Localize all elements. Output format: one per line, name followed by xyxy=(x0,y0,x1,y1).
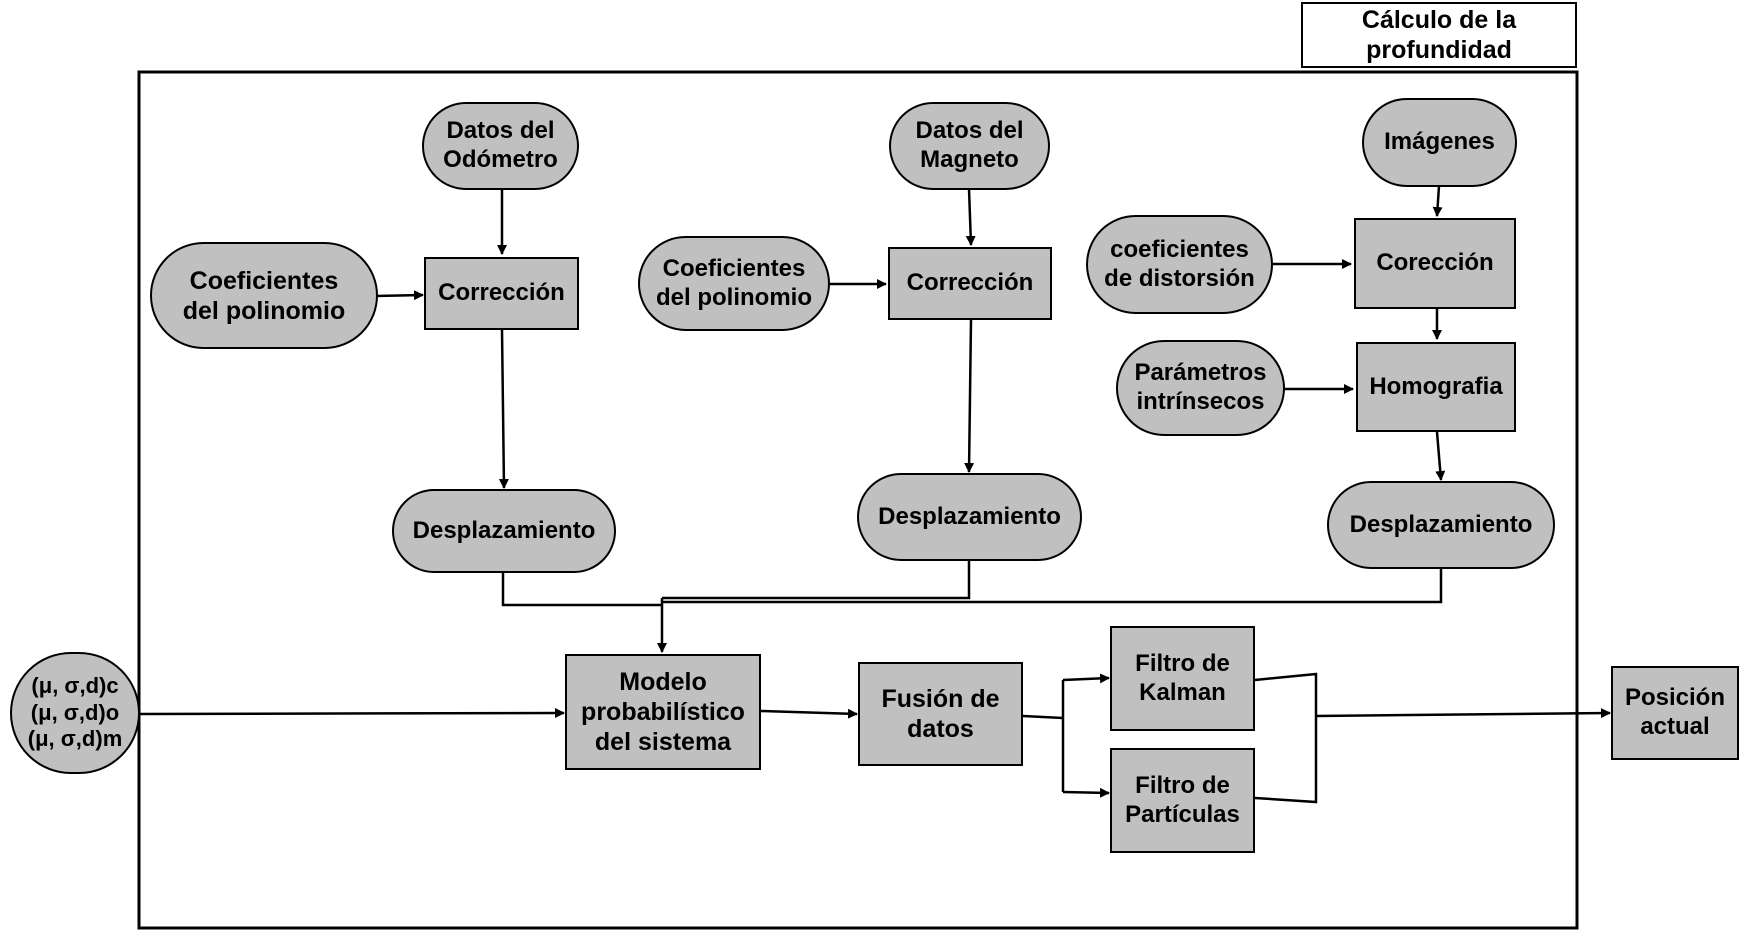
connector-cam-displacement-to-model xyxy=(662,568,1443,604)
odometer-data-label: Datos del Odómetro xyxy=(443,117,558,173)
arrow-odo-correction-to-displacement xyxy=(498,329,509,489)
connector-mag-displacement-to-model xyxy=(662,560,971,600)
probabilistic-model-label: Modelo probabilístico del sistema xyxy=(581,668,745,756)
arrow-homography-to-displacement xyxy=(1435,431,1446,481)
magnet-correction-node: Corrección xyxy=(888,247,1052,320)
camera-displacement-label: Desplazamiento xyxy=(1349,510,1533,538)
magnet-coefficients-node: Coeficientes del polinomio xyxy=(638,236,830,331)
odometer-correction-label: Corrección xyxy=(438,279,565,307)
arrow-join-to-output xyxy=(1315,708,1611,719)
connector-filters-join xyxy=(1254,672,1318,804)
outer-frame xyxy=(137,70,1579,930)
magnet-data-node: Datos del Magneto xyxy=(889,102,1050,190)
arrow-mag-correction-to-displacement xyxy=(964,319,975,473)
arrow-input-to-model xyxy=(138,708,565,719)
kalman-filter-label: Filtro de Kalman xyxy=(1135,649,1230,706)
distortion-coefficients-node: coeficientes de distorsión xyxy=(1086,215,1273,314)
current-position-label: Posición actual xyxy=(1624,684,1726,740)
magnet-data-label: Datos del Magneto xyxy=(915,117,1024,173)
particle-filter-node: Filtro de Partículas xyxy=(1110,748,1255,853)
arrow-split-to-particles xyxy=(1062,787,1110,798)
magnet-coefficients-label: Coeficientes del polinomio xyxy=(656,254,812,311)
particle-filter-label: Filtro de Partículas xyxy=(1125,771,1240,828)
camera-correction-node: Corección xyxy=(1354,218,1516,309)
magnet-displacement-node: Desplazamiento xyxy=(857,473,1082,561)
intrinsic-parameters-label: Parámetros intrínsecos xyxy=(1134,359,1267,415)
arrow-mag-data-to-correction xyxy=(965,188,976,246)
connector-fusion-split xyxy=(1022,714,1064,720)
camera-displacement-node: Desplazamiento xyxy=(1327,481,1555,569)
kalman-filter-node: Filtro de Kalman xyxy=(1110,626,1255,731)
magnet-correction-label: Corrección xyxy=(906,269,1034,297)
intrinsic-parameters-node: Parámetros intrínsecos xyxy=(1116,340,1285,436)
camera-correction-label: Corección xyxy=(1376,249,1494,277)
depth-calculation-label: Cálculo de la profundidad xyxy=(1361,6,1517,64)
depth-calculation-box: Cálculo de la profundidad xyxy=(1301,2,1577,68)
odometer-displacement-label: Desplazamiento xyxy=(412,516,596,544)
arrow-split-to-kalman xyxy=(1062,673,1110,684)
odometer-data-node: Datos del Odómetro xyxy=(422,102,579,190)
homography-node: Homografia xyxy=(1356,342,1516,432)
arrow-odo-coef-to-correction xyxy=(375,290,424,301)
input-parameters-node: (μ, σ,d)c (μ, σ,d)o (μ, σ,d)m xyxy=(10,652,140,774)
arrow-images-to-correction xyxy=(1432,185,1443,217)
odometer-coefficients-label: Coeficientes del polinomio xyxy=(182,266,346,325)
connector-odo-displacement-to-model xyxy=(501,572,662,607)
homography-label: Homografia xyxy=(1369,372,1503,400)
images-node: Imágenes xyxy=(1362,98,1517,187)
odometer-displacement-node: Desplazamiento xyxy=(392,489,616,573)
images-label: Imágenes xyxy=(1384,128,1495,156)
distortion-coefficients-label: coeficientes de distorsión xyxy=(1104,235,1255,292)
data-fusion-label: Fusión de datos xyxy=(881,685,1000,743)
odometer-coefficients-node: Coeficientes del polinomio xyxy=(150,242,378,349)
arrow-model-to-fusion xyxy=(760,708,858,719)
probabilistic-model-node: Modelo probabilístico del sistema xyxy=(565,654,761,770)
data-fusion-node: Fusión de datos xyxy=(858,662,1023,766)
current-position-node: Posición actual xyxy=(1611,666,1739,760)
input-parameters-label: (μ, σ,d)c (μ, σ,d)o (μ, σ,d)m xyxy=(27,673,123,752)
odometer-correction-node: Corrección xyxy=(424,257,579,330)
magnet-displacement-label: Desplazamiento xyxy=(878,502,1061,530)
